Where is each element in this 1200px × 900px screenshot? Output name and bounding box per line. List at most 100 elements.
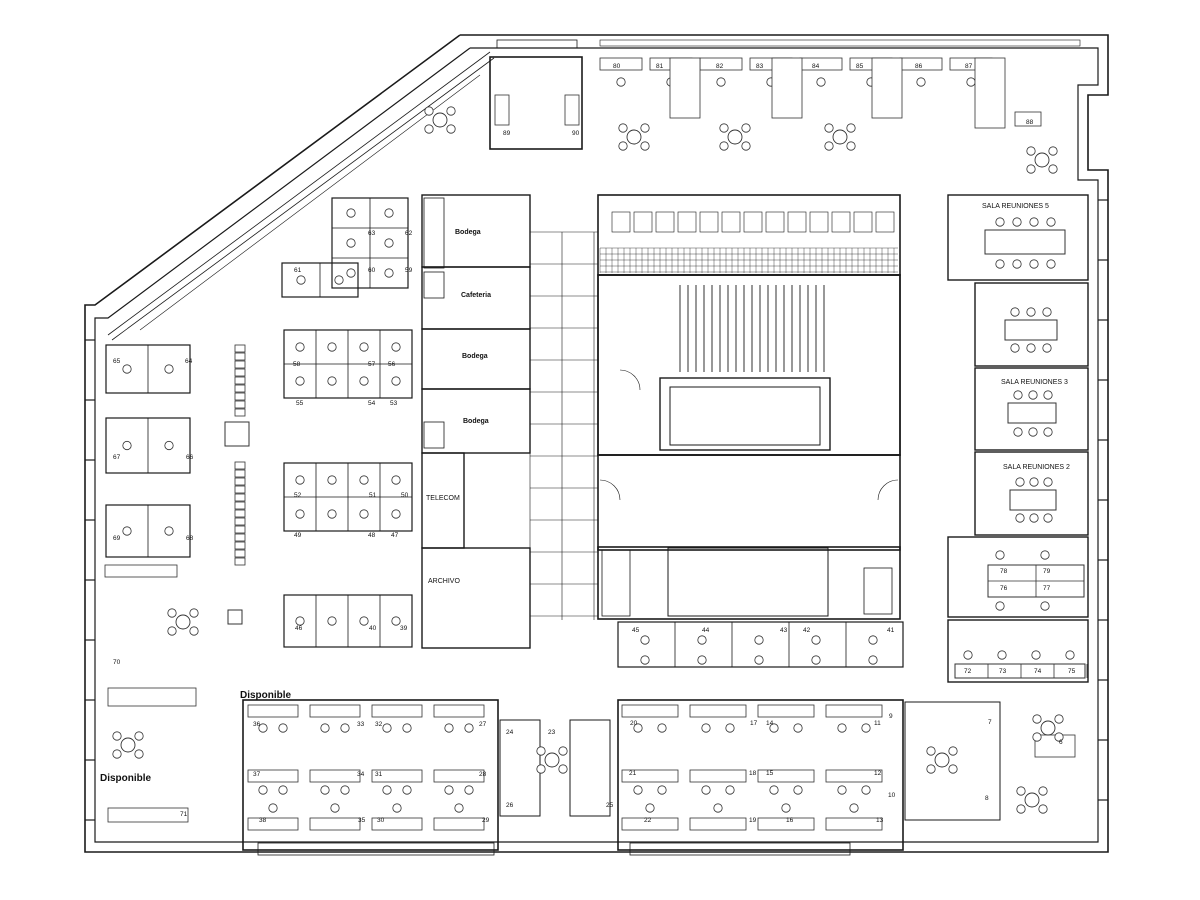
chair: [861, 785, 871, 795]
toilet-stall: [765, 211, 785, 233]
chair: [1012, 259, 1022, 269]
chair: [701, 723, 711, 733]
chair: [995, 550, 1005, 560]
desk: [309, 769, 361, 783]
chair: [1043, 390, 1053, 400]
desk: [757, 769, 815, 783]
chair: [424, 106, 434, 116]
desk: [247, 704, 299, 718]
chair: [966, 77, 976, 87]
bodega-label-3: Bodega: [463, 418, 489, 425]
chair: [189, 626, 199, 636]
chair: [916, 77, 926, 87]
telecom-label: TELECOM: [426, 495, 460, 502]
chair: [278, 723, 288, 733]
storage-rack: [234, 360, 246, 369]
chair: [1013, 427, 1023, 437]
desk-number: 35: [358, 817, 366, 824]
desk-number: 69: [113, 535, 121, 542]
desk: [689, 817, 747, 831]
storage-rack: [234, 352, 246, 361]
sala-reuniones-2-label: SALA REUNIONES 2: [1003, 464, 1070, 471]
desk-number: 86: [915, 63, 923, 70]
bench: [871, 57, 903, 119]
chair: [640, 655, 650, 665]
chair: [346, 208, 356, 218]
chair: [295, 342, 305, 352]
desk-number: 34: [357, 771, 365, 778]
chair: [327, 475, 337, 485]
bodega-label-1: Bodega: [455, 229, 481, 236]
desk-number: 28: [479, 771, 487, 778]
desk: [371, 817, 423, 831]
desk-number: 26: [506, 802, 514, 809]
chair: [811, 655, 821, 665]
chair: [268, 803, 278, 813]
desk-number: 41: [887, 627, 895, 634]
sala-reuniones-2: [974, 451, 1089, 536]
cabinet-row: [104, 564, 178, 578]
bench: [771, 57, 803, 119]
desk-number: 16: [786, 817, 794, 824]
desk-number: 54: [368, 400, 376, 407]
storage-rack: [234, 557, 246, 566]
chair: [359, 475, 369, 485]
chair: [392, 803, 402, 813]
chair: [824, 141, 834, 151]
desk-number: 6: [1059, 739, 1063, 746]
building-walls: [84, 34, 1109, 856]
office-89-90: [489, 56, 583, 150]
round-table: [175, 614, 191, 630]
printer-station: [224, 421, 250, 447]
desk-number: 39: [400, 625, 408, 632]
chair: [1054, 732, 1064, 742]
bench: [669, 57, 701, 119]
conference-table: [984, 229, 1066, 255]
desk-number: 44: [702, 627, 710, 634]
chair: [424, 124, 434, 134]
pod-desk: [954, 663, 1086, 679]
chair: [1026, 164, 1036, 174]
storage-rack: [234, 477, 246, 486]
desk-number: 81: [656, 63, 664, 70]
chair: [725, 723, 735, 733]
chair: [1040, 601, 1050, 611]
chair: [382, 785, 392, 795]
chair: [618, 123, 628, 133]
chair: [1010, 307, 1020, 317]
chair: [697, 655, 707, 665]
chair: [536, 764, 546, 774]
storage-rack: [234, 392, 246, 401]
desk: [564, 94, 580, 126]
chair: [1040, 550, 1050, 560]
chair: [167, 626, 177, 636]
chair: [1032, 714, 1042, 724]
desk-number: 55: [296, 400, 304, 407]
chair: [295, 509, 305, 519]
cluster-23-26b: [569, 719, 611, 817]
archivo-room: [421, 547, 531, 649]
desk-88: [1014, 111, 1042, 127]
chair: [1026, 343, 1036, 353]
desk-number: 89: [503, 130, 511, 137]
chair: [781, 803, 791, 813]
column: [227, 609, 243, 625]
chair: [320, 785, 330, 795]
storage-rack: [234, 376, 246, 385]
desk-number: 36: [253, 721, 261, 728]
door-arc: [599, 479, 621, 501]
desk-number: 67: [113, 454, 121, 461]
desk-number: 74: [1034, 668, 1042, 675]
chair: [754, 635, 764, 645]
desk-number: 71: [180, 811, 188, 818]
desk: [757, 817, 815, 831]
chair: [1013, 390, 1023, 400]
chair: [948, 764, 958, 774]
chair: [741, 141, 751, 151]
chair: [616, 77, 626, 87]
chair: [454, 803, 464, 813]
desk: [825, 817, 883, 831]
desk-number: 38: [259, 817, 267, 824]
exterior-wall: [84, 34, 1109, 853]
